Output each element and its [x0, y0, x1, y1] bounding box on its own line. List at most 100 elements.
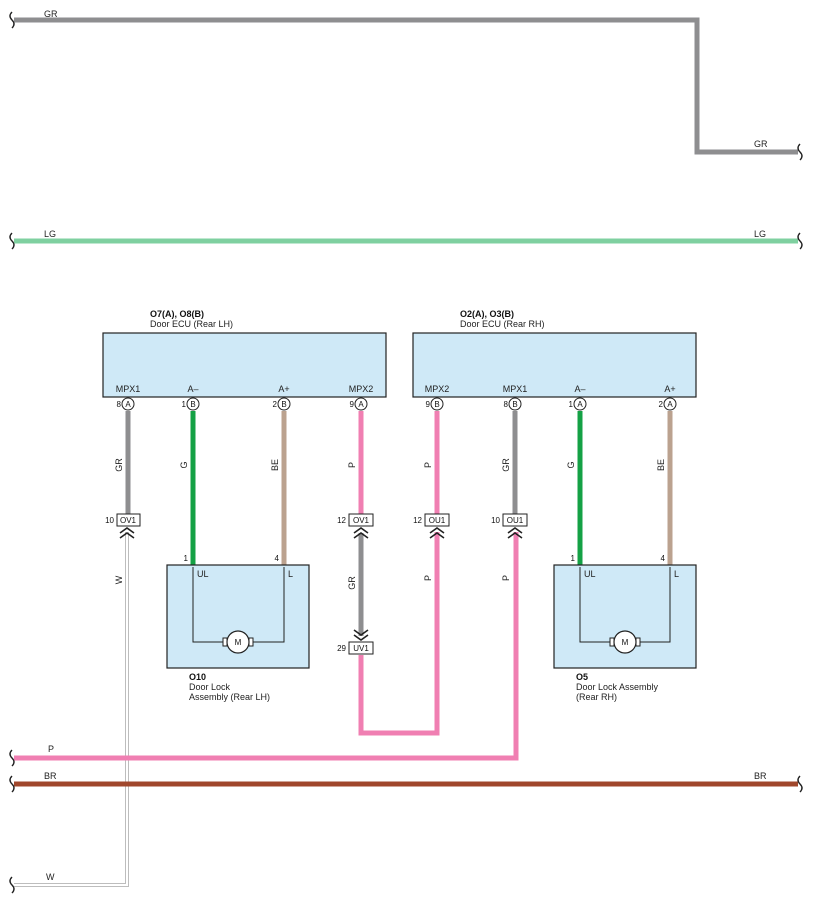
lock-rh-ref: O5	[576, 672, 588, 682]
ecu-lh-wire-g-label: G	[179, 461, 189, 468]
lock-lh-name-2: Assembly (Rear LH)	[189, 692, 270, 702]
ecu-rh-wire-g-label: G	[566, 461, 576, 468]
ecu-rh-conn-mpx2: B	[434, 400, 439, 409]
ecu-rh-pin-mpx1: 8	[504, 400, 509, 409]
connector-ov1-12-pin: 12	[337, 516, 346, 525]
connector-ov1-12-name: OV1	[353, 516, 370, 525]
ecu-lh-pin-a-minus: 1	[182, 400, 187, 409]
gr-top-right-label: GR	[754, 139, 768, 149]
connector-ov1-10-name: OV1	[120, 516, 137, 525]
ecu-rh-name: Door ECU (Rear RH)	[460, 319, 545, 329]
ecu-lh-name: Door ECU (Rear LH)	[150, 319, 233, 329]
connector-b-icon	[508, 397, 522, 411]
ecu-rh-pin-mpx2: 9	[426, 400, 431, 409]
connector-ou1-10-name: OU1	[507, 516, 524, 525]
br-right-label: BR	[754, 771, 767, 781]
lock-lh-ref: O10	[189, 672, 206, 682]
ecu-rh-box	[412, 332, 697, 398]
connector-chevron-icon	[353, 629, 369, 641]
connector-ou1-12-name: OU1	[429, 516, 446, 525]
w-left-label: W	[46, 872, 55, 882]
br-left-label: BR	[44, 771, 57, 781]
lock-rh-pin-l: 4	[661, 554, 666, 563]
connector-b-icon	[277, 397, 291, 411]
w-wire	[14, 532, 129, 887]
ecu-lh-conn-a-plus: B	[281, 400, 286, 409]
lock-rh-name-2: (Rear RH)	[576, 692, 617, 702]
ecu-lh-box	[102, 332, 387, 398]
lock-lh-name-1: Door Lock	[189, 682, 231, 692]
connector-ou1-10-pin: 10	[491, 516, 500, 525]
lock-rh-term-l: L	[674, 569, 679, 579]
connector-chevron-icon	[507, 527, 523, 539]
p-left-label: P	[48, 744, 54, 754]
connector-a-icon	[121, 397, 135, 411]
wire-break-left-icon	[9, 876, 15, 894]
ecu-lh-conn-mpx2: A	[358, 400, 364, 409]
connector-a-icon	[573, 397, 587, 411]
w-wire-label: W	[114, 575, 124, 584]
lock-lh-pin-ul: 1	[184, 554, 189, 563]
ecu-rh-pin-a-minus: 1	[569, 400, 574, 409]
lock-rh-motor-label: M	[622, 638, 629, 647]
connector-ov1-10	[116, 513, 141, 539]
ecu-rh-wire-gr-label: GR	[501, 458, 511, 472]
p-wire-bottom	[14, 532, 519, 761]
motor-rh-icon	[579, 567, 671, 654]
lock-rh-pin-ul: 1	[571, 554, 576, 563]
lock-lh-pin-l: 4	[275, 554, 280, 563]
connector-b-icon	[430, 397, 444, 411]
lg-right-label: LG	[754, 229, 766, 239]
ecu-lh-ref: O7(A), O8(B)	[150, 309, 204, 319]
ecu-rh-conn-mpx1: B	[512, 400, 517, 409]
connector-ov1-12	[348, 513, 374, 539]
ecu-rh-term-mpx1: MPX1	[503, 384, 528, 394]
motor-lh-icon	[192, 567, 285, 654]
connector-uv1-29-name: UV1	[353, 644, 369, 653]
ecu-lh-pin-a-plus: 2	[273, 400, 278, 409]
wire-break-left-icon	[9, 232, 15, 250]
ecu-lh-conn-mpx1: A	[125, 400, 131, 409]
connector-chevron-icon	[353, 527, 369, 539]
gr-wire-mid-label: GR	[347, 576, 357, 590]
p-wire-right-label: P	[501, 575, 511, 581]
ecu-rh-wire-p-label: P	[423, 462, 433, 468]
ecu-lh-wire-p-label: P	[347, 462, 357, 468]
lock-lh-motor-label: M	[235, 638, 242, 647]
ecu-rh-conn-a-plus: A	[667, 400, 673, 409]
ecu-lh-wire-gr-label: GR	[114, 458, 124, 472]
ecu-lh-term-mpx1: MPX1	[116, 384, 141, 394]
lock-rh-term-ul: UL	[584, 569, 596, 579]
lock-lh-term-l: L	[288, 569, 293, 579]
ecu-lh-pin-mpx2: 9	[350, 400, 355, 409]
lock-lh-term-ul: UL	[197, 569, 209, 579]
connector-ou1-12	[424, 513, 450, 539]
ecu-rh-term-a-minus: A–	[574, 384, 585, 394]
wire-break-left-icon	[9, 749, 15, 767]
ecu-lh-conn-a-minus: B	[190, 400, 195, 409]
connector-uv1-29	[348, 629, 374, 655]
ecu-rh-wire-be-label: BE	[656, 459, 666, 471]
ecu-rh-term-a-plus: A+	[664, 384, 675, 394]
wire-break-right-icon	[797, 775, 803, 793]
ecu-rh-term-mpx2: MPX2	[425, 384, 450, 394]
connector-chevron-icon	[429, 527, 445, 539]
wire-break-left-icon	[9, 11, 15, 29]
connector-b-icon	[186, 397, 200, 411]
ecu-rh-conn-a-minus: A	[577, 400, 583, 409]
wire-break-left-icon	[9, 775, 15, 793]
connector-ov1-10-pin: 10	[105, 516, 114, 525]
lock-rh-name-1: Door Lock Assembly	[576, 682, 659, 692]
connector-a-icon	[354, 397, 368, 411]
lg-left-label: LG	[44, 229, 56, 239]
connector-ou1-10	[502, 513, 528, 539]
ecu-lh-term-a-minus: A–	[187, 384, 198, 394]
ecu-lh-wire-be-label: BE	[270, 459, 280, 471]
ecu-rh-ref: O2(A), O3(B)	[460, 309, 514, 319]
connector-uv1-29-pin: 29	[337, 644, 346, 653]
ecu-lh-pin-mpx1: 8	[117, 400, 122, 409]
connector-ou1-12-pin: 12	[413, 516, 422, 525]
p-wire-mid-label: P	[423, 575, 433, 581]
ecu-lh-term-a-plus: A+	[278, 384, 289, 394]
